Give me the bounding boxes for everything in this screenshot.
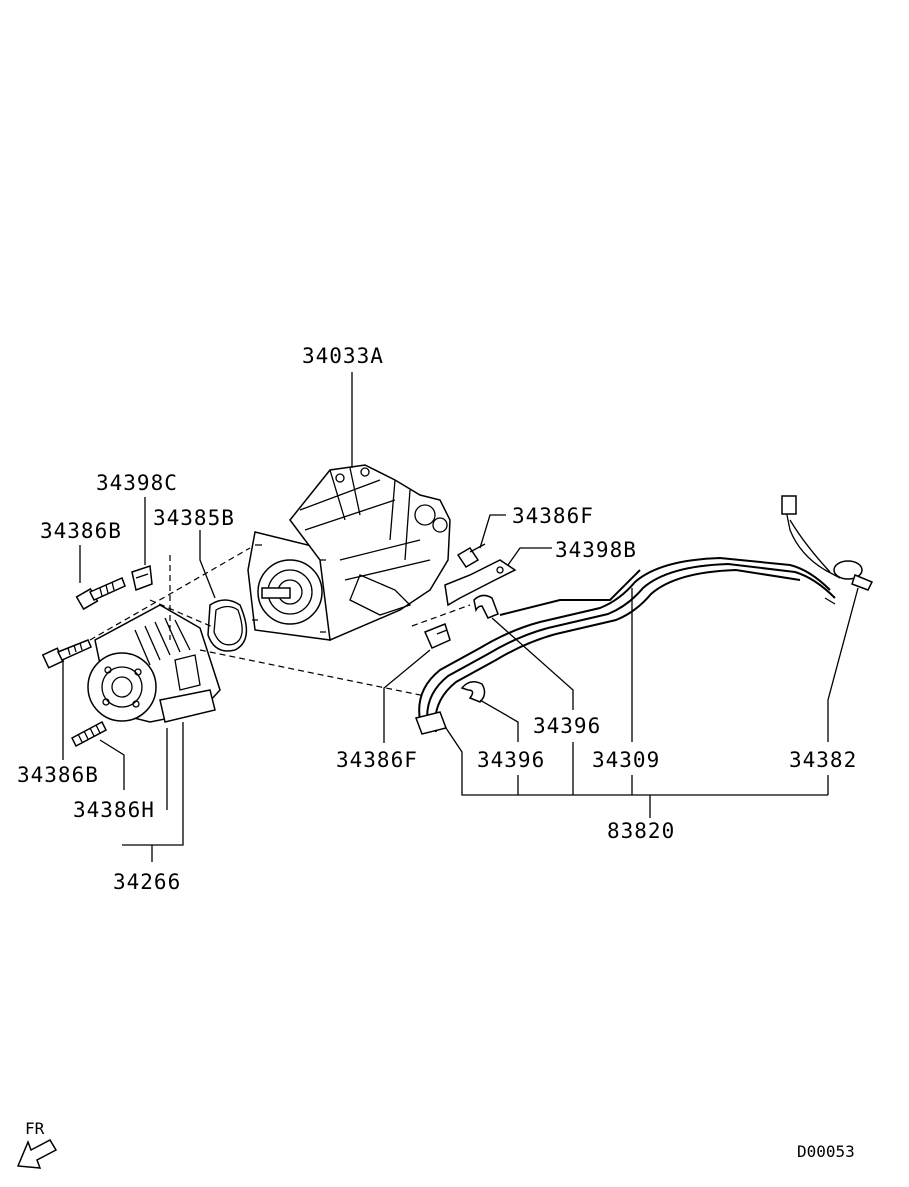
harness-tubing (415, 556, 836, 735)
label-transfer-case: 34033A (302, 344, 384, 368)
label-bracket-c: 34398C (96, 471, 178, 495)
clamp-34396-right (473, 594, 499, 619)
transfer-case-body (247, 464, 451, 642)
label-stud-h: 34386H (73, 798, 155, 822)
bolt-34386b-bottom (41, 639, 92, 669)
bracket-34398c (131, 564, 153, 592)
bolt-34386f-bottom (424, 623, 451, 649)
label-sensor: 34382 (789, 748, 857, 772)
label-clamp-right: 34396 (533, 714, 601, 738)
bracket-34398b (444, 559, 517, 607)
label-bolt-b-bottom: 34386B (17, 763, 99, 787)
label-bolt-f-bottom: 34386F (336, 748, 418, 772)
bolt-34386b-top (75, 576, 126, 611)
label-gasket: 34385B (153, 506, 235, 530)
sensor-34382 (781, 495, 874, 605)
label-bolt-b-top: 34386B (40, 519, 122, 543)
label-harness: 34309 (592, 748, 660, 772)
label-extension-assy: 34266 (113, 870, 181, 894)
label-bracket-b: 34398B (555, 538, 637, 562)
leader-lines (62, 372, 859, 862)
front-direction-arrow-icon (16, 1139, 58, 1169)
label-clamp-left: 34396 (477, 748, 545, 772)
front-label: FR (25, 1119, 45, 1138)
stud-34386h (71, 720, 107, 748)
gasket (207, 599, 248, 652)
bolt-34386f-top (456, 543, 486, 569)
label-harness-assy: 83820 (607, 819, 675, 843)
diagram-code: D00053 (797, 1142, 855, 1161)
label-bolt-f-top: 34386F (512, 504, 594, 528)
clamp-34396-left (460, 681, 486, 703)
extension-housing (87, 604, 221, 723)
